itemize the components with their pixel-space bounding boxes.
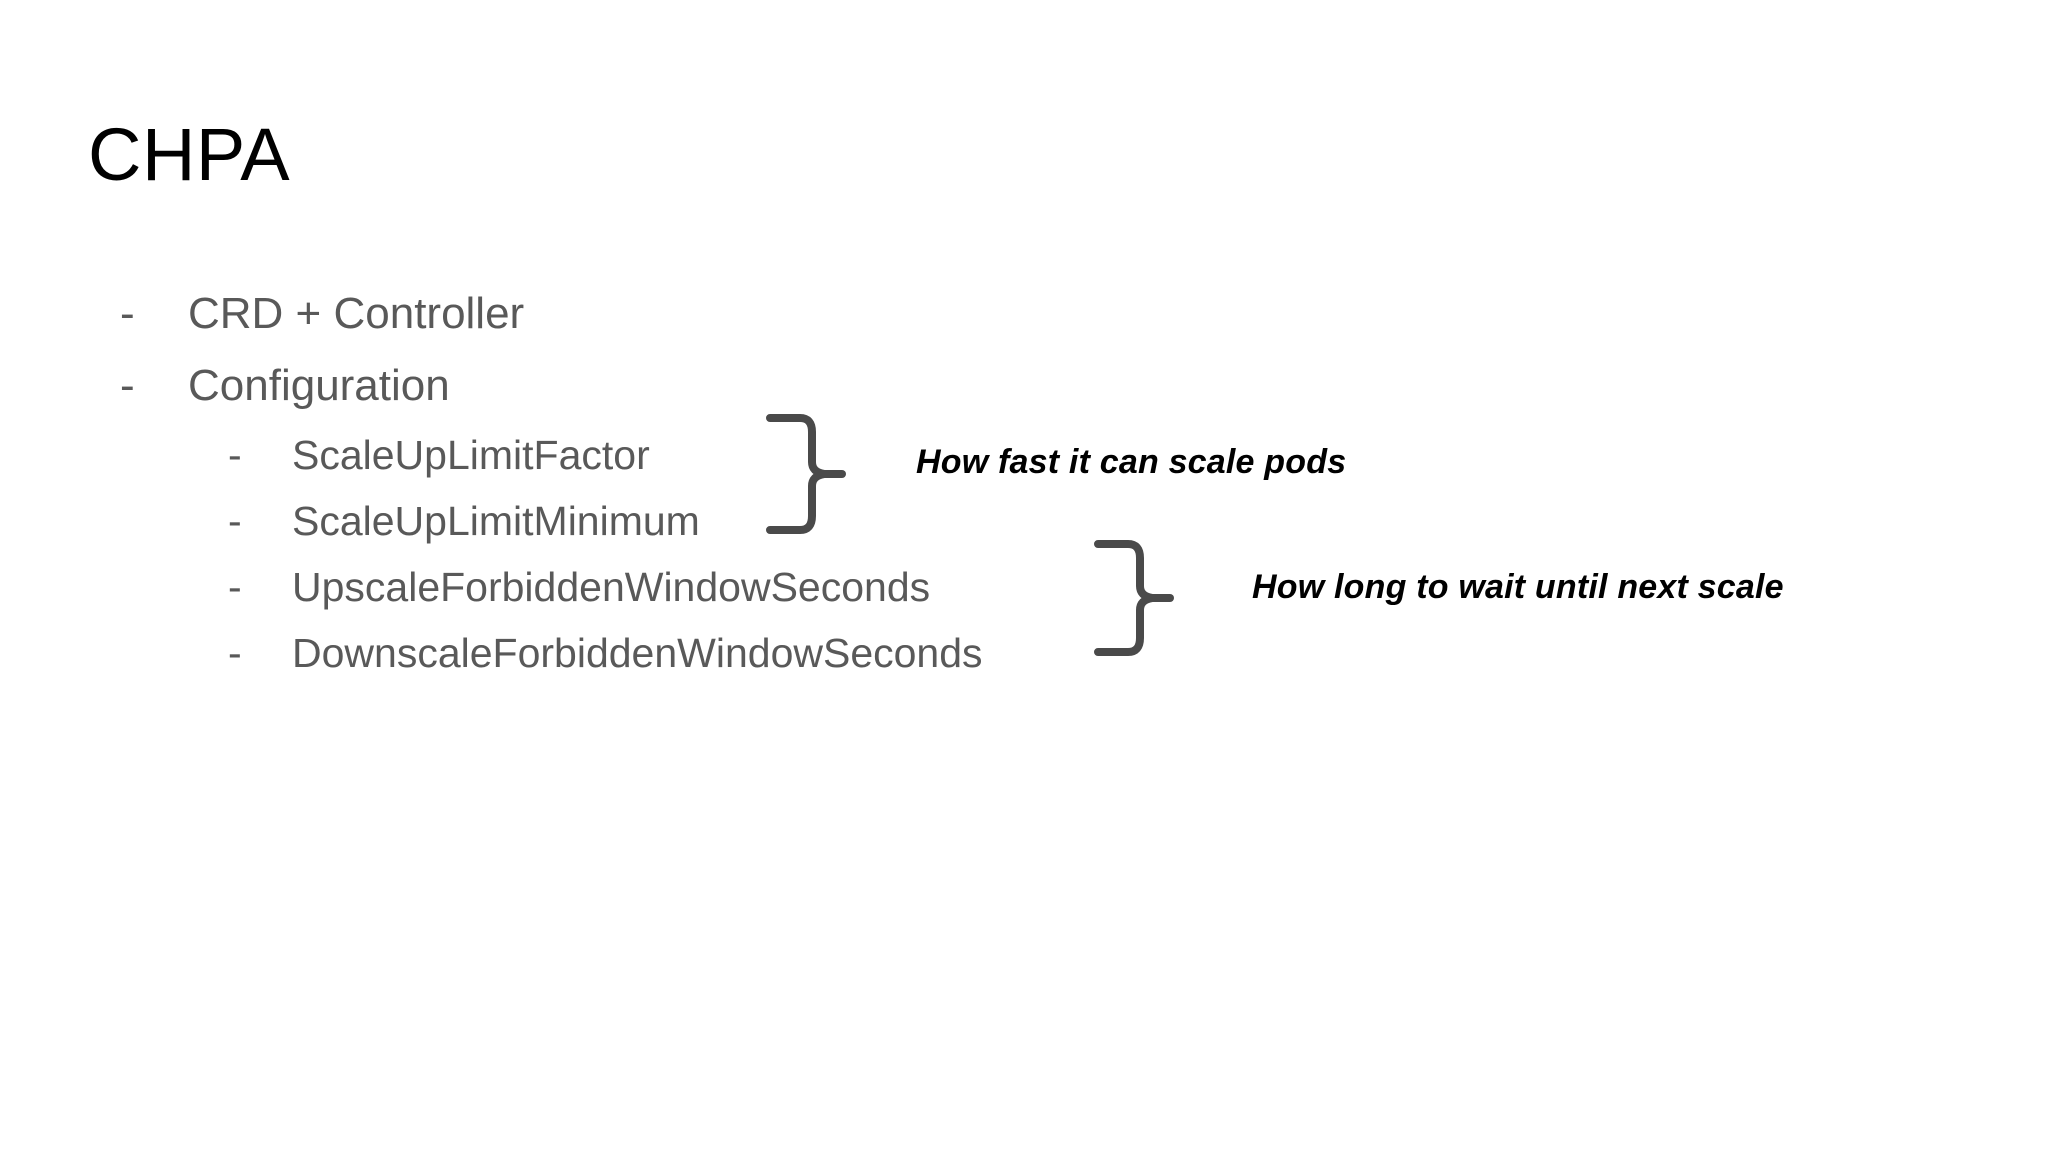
bullet-dash-icon: - xyxy=(228,432,242,478)
list-item-label: DownscaleForbiddenWindowSeconds xyxy=(292,630,983,676)
annotation-label-scale-wait: How long to wait until next scale xyxy=(1252,568,1784,606)
bullet-dash-icon: - xyxy=(228,630,242,676)
list-item-label: UpscaleForbiddenWindowSeconds xyxy=(292,564,931,610)
list-item[interactable]: - ScaleUpLimitMinimum xyxy=(0,488,2048,554)
bullet-dash-icon: - xyxy=(120,361,135,410)
bullet-dash-icon: - xyxy=(120,289,135,338)
list-item-label: ScaleUpLimitMinimum xyxy=(292,498,700,544)
list-item-label: CRD + Controller xyxy=(188,289,525,338)
page-title: CHPA xyxy=(88,113,291,196)
curly-brace-icon-2 xyxy=(1094,538,1174,658)
list-item[interactable]: - CRD + Controller xyxy=(0,278,2048,350)
list-item[interactable]: - UpscaleForbiddenWindowSeconds xyxy=(0,554,2048,620)
list-item-label: ScaleUpLimitFactor xyxy=(292,432,650,478)
bullet-dash-icon: - xyxy=(228,564,242,610)
list-item[interactable]: - DownscaleForbiddenWindowSeconds xyxy=(0,620,2048,686)
bullet-dash-icon: - xyxy=(228,498,242,544)
list-item-label: Configuration xyxy=(188,361,450,410)
outline-list: - CRD + Controller - Configuration - Sca… xyxy=(0,278,2048,686)
list-item[interactable]: - Configuration xyxy=(0,350,2048,422)
curly-brace-icon-1 xyxy=(766,412,846,536)
annotation-label-scale-speed: How fast it can scale pods xyxy=(916,443,1347,481)
list-item[interactable]: - ScaleUpLimitFactor xyxy=(0,422,2048,488)
